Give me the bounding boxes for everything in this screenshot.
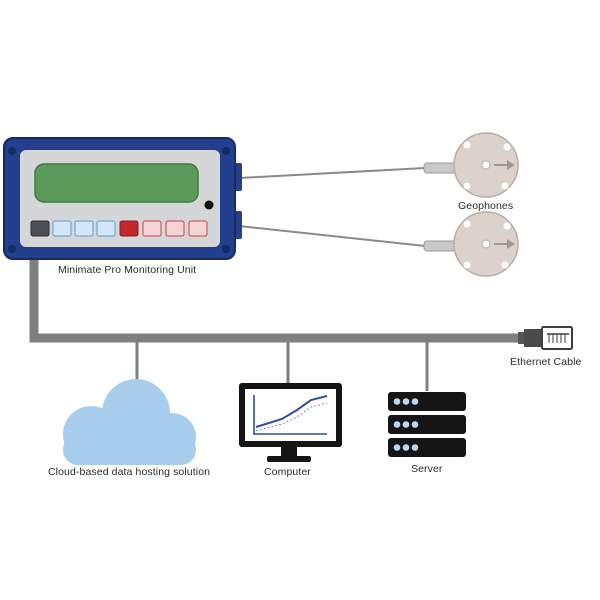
monitoring-unit-label: Minimate Pro Monitoring Unit (58, 264, 197, 276)
server-rack-icon (388, 392, 466, 457)
computer-monitor-icon (239, 383, 342, 462)
geophone-icon (423, 132, 519, 198)
computer-label: Computer (264, 466, 311, 478)
server-label: Server (411, 463, 443, 475)
ethernet-plug-icon (518, 326, 573, 350)
cloud-icon (63, 379, 196, 465)
geophone-cable-lower (238, 225, 426, 247)
monitoring-unit-icon (3, 137, 242, 260)
geophone-cable-upper (238, 167, 426, 179)
cloud-label: Cloud-based data hosting solution (48, 466, 211, 478)
status-led (204, 200, 214, 210)
network-cable (29, 258, 520, 391)
geophones-label: Geophones (458, 200, 514, 212)
screen-graph-line (255, 395, 328, 428)
geophone-icon (423, 211, 519, 277)
keypad-buttons (30, 220, 208, 237)
ethernet-cable-label: Ethernet Cable (510, 356, 582, 368)
lcd-display (34, 163, 199, 203)
